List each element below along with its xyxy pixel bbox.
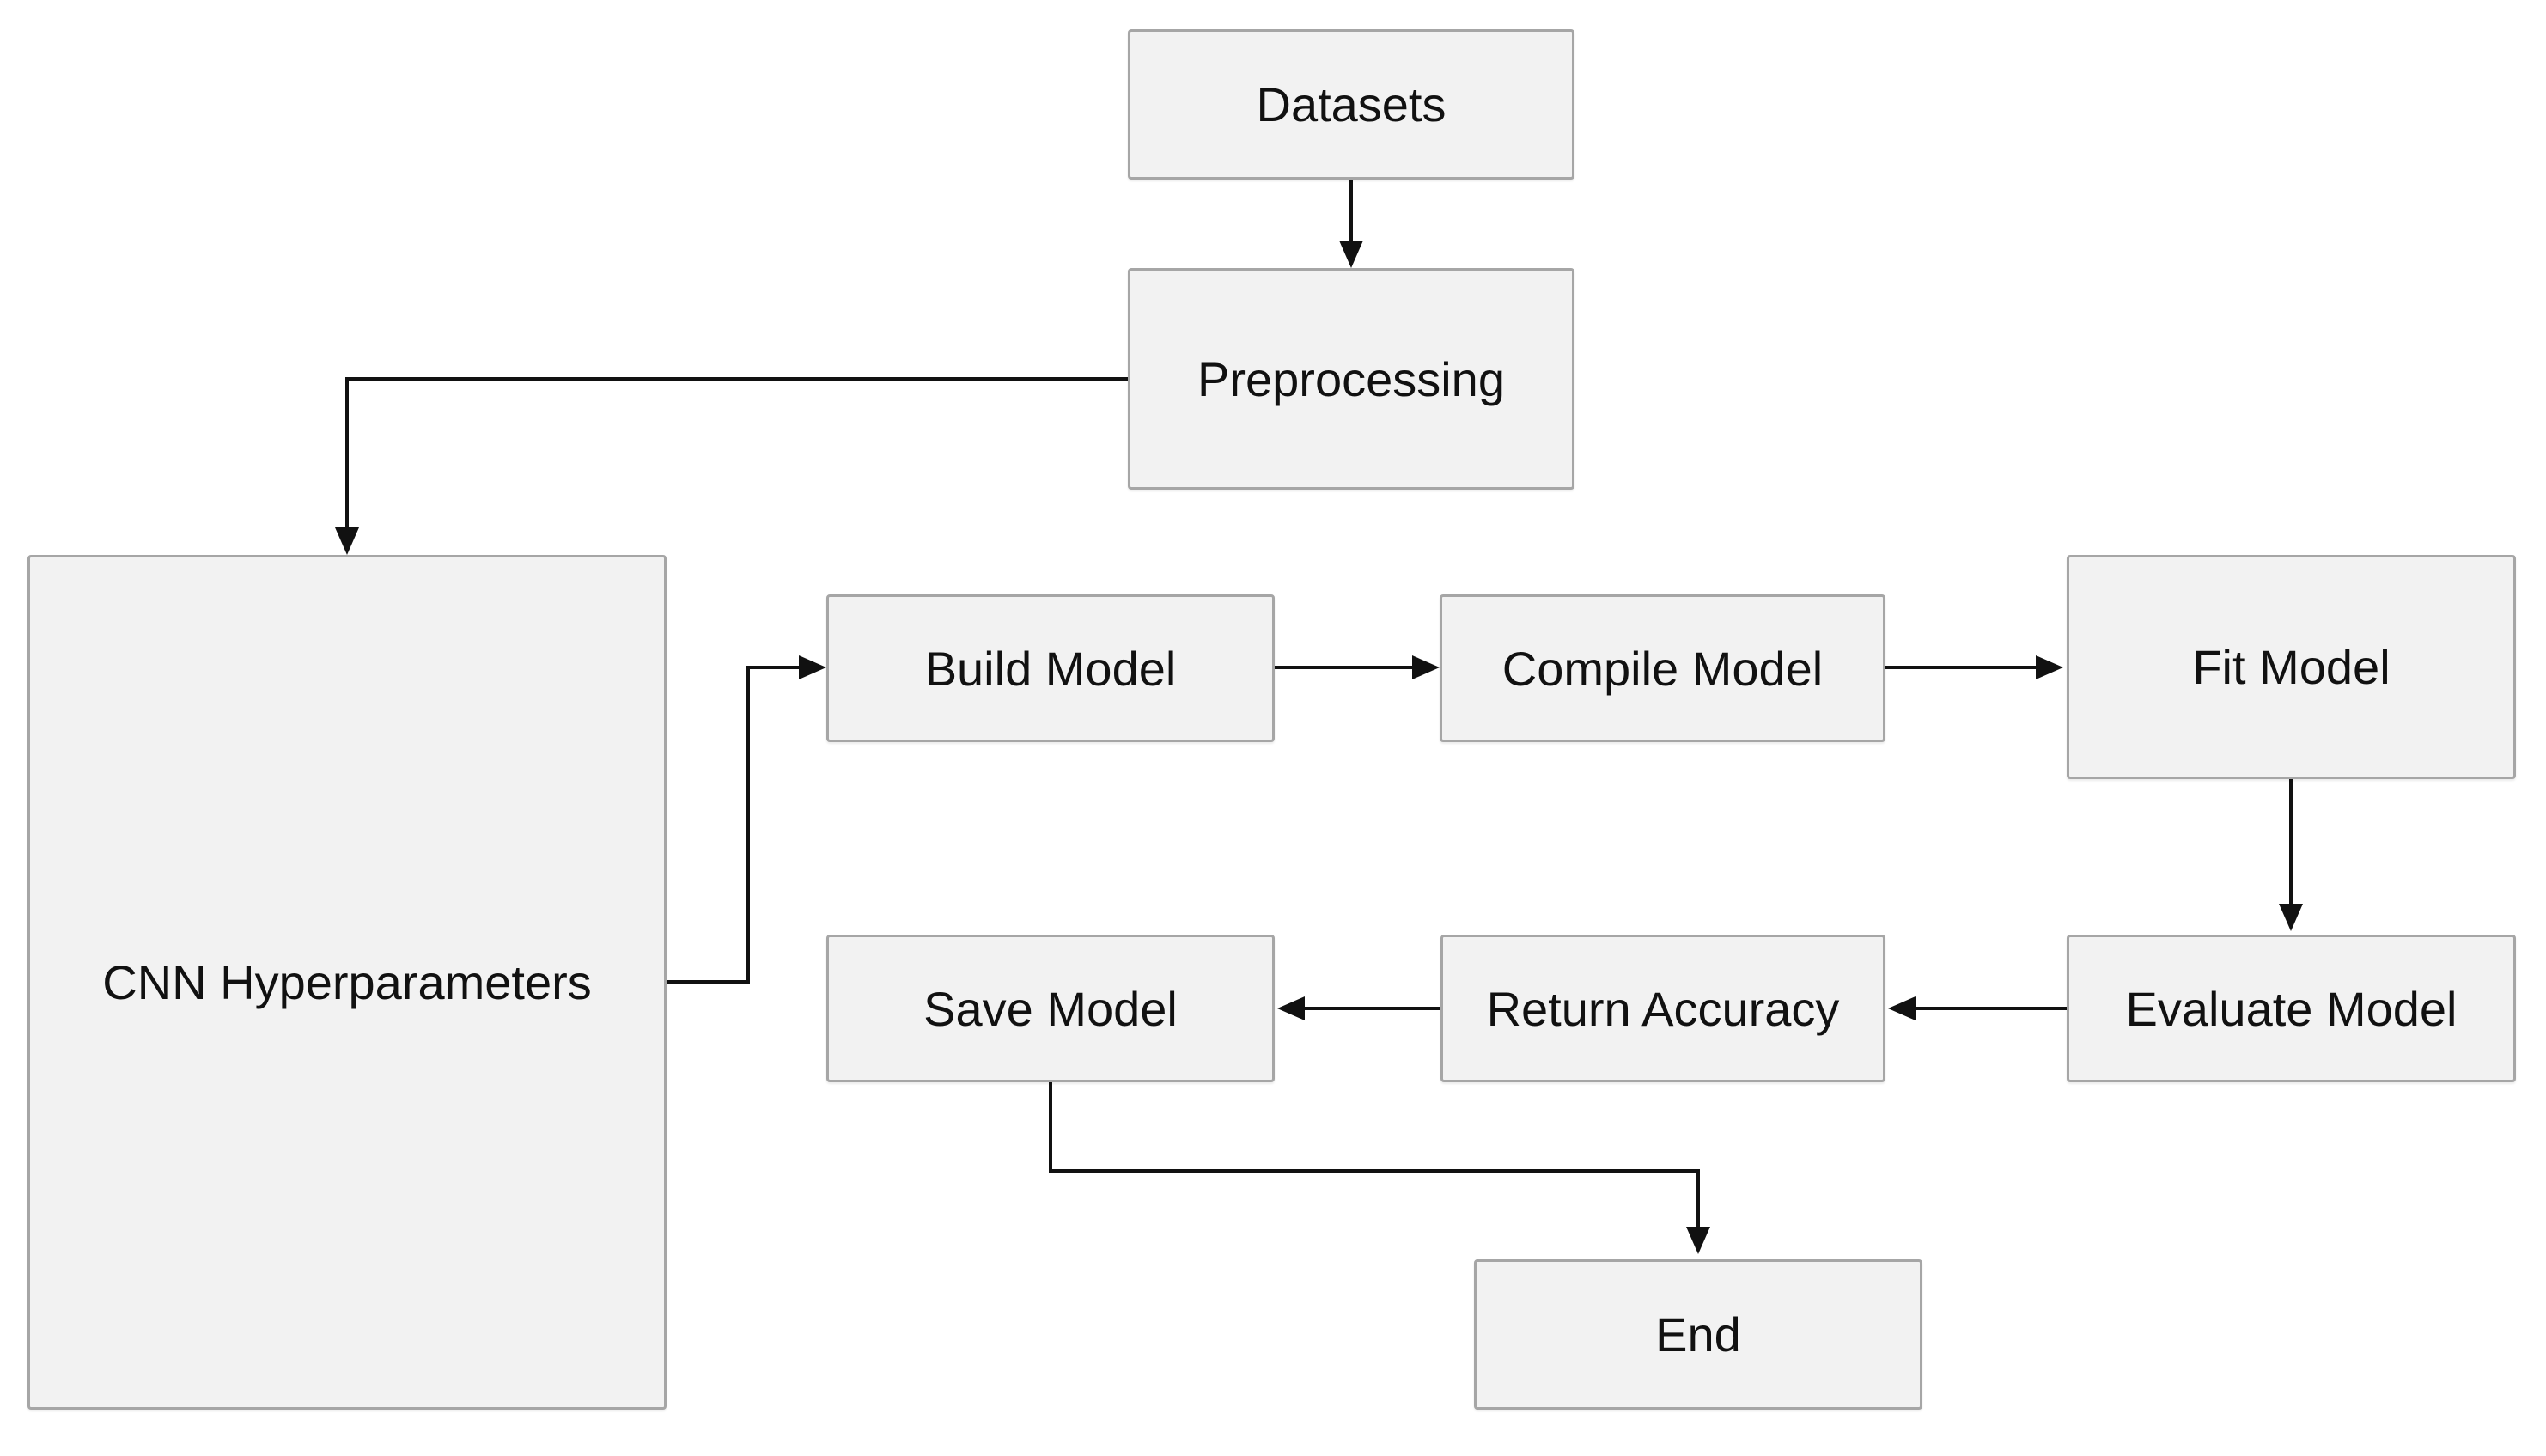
node-cnn-hyperparameters-label: CNN Hyperparameters — [102, 955, 592, 1009]
node-datasets: Datasets — [1128, 29, 1574, 180]
arrowhead-fit-model — [2036, 655, 2063, 679]
node-preprocessing-label: Preprocessing — [1197, 351, 1505, 406]
node-save-model-label: Save Model — [923, 981, 1178, 1036]
node-evaluate-model: Evaluate Model — [2067, 935, 2516, 1082]
node-build-model-label: Build Model — [924, 641, 1177, 696]
node-datasets-label: Datasets — [1256, 77, 1447, 131]
node-end: End — [1474, 1259, 1922, 1410]
edge-cnn-hyperparameters-to-build-model — [667, 666, 807, 984]
edge-save-model-to-end — [1049, 1082, 1700, 1235]
arrowhead-end — [1686, 1227, 1710, 1254]
node-compile-model: Compile Model — [1440, 594, 1885, 742]
edge-preprocessing-to-cnn-hyperparameters — [345, 377, 1128, 537]
node-cnn-hyperparameters: CNN Hyperparameters — [27, 555, 667, 1410]
arrowhead-build-model — [799, 655, 826, 679]
node-preprocessing: Preprocessing — [1128, 268, 1574, 490]
arrowhead-save-model — [1277, 996, 1305, 1020]
node-fit-model: Fit Model — [2067, 555, 2516, 779]
arrowhead-preprocessing — [1339, 241, 1363, 268]
node-return-accuracy: Return Accuracy — [1440, 935, 1885, 1082]
arrowhead-cnn-hyperparameters — [335, 527, 359, 555]
node-end-label: End — [1655, 1307, 1741, 1362]
node-build-model: Build Model — [826, 594, 1275, 742]
node-save-model: Save Model — [826, 935, 1275, 1082]
node-compile-model-label: Compile Model — [1501, 641, 1824, 696]
arrowhead-compile-model — [1412, 655, 1440, 679]
node-return-accuracy-label: Return Accuracy — [1486, 981, 1840, 1036]
arrowhead-evaluate-model — [2279, 904, 2303, 931]
node-evaluate-model-label: Evaluate Model — [2125, 981, 2458, 1036]
node-fit-model-label: Fit Model — [2192, 640, 2391, 694]
arrowhead-return-accuracy — [1888, 996, 1916, 1020]
